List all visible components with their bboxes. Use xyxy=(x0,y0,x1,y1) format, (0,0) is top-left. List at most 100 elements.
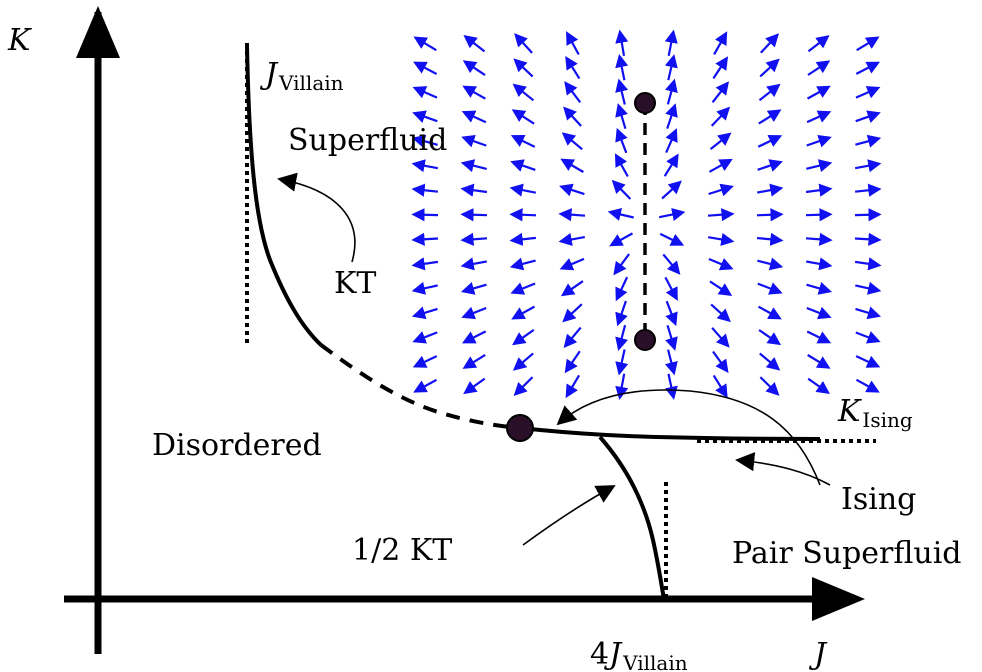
flow-arrow-icon xyxy=(615,29,629,56)
flow-arrow-icon xyxy=(561,132,583,151)
disordered-label: Disordered xyxy=(152,428,322,463)
flow-arrow-icon xyxy=(462,85,486,100)
flow-arrow-icon xyxy=(615,103,628,130)
kt-boundary-solid xyxy=(245,44,323,347)
flow-arrow-icon xyxy=(855,331,881,344)
j-villain-main: J xyxy=(259,57,279,92)
flow-arrow-icon xyxy=(615,127,628,154)
flow-arrow-icon xyxy=(510,159,536,172)
flow-arrow-icon xyxy=(710,106,731,127)
flow-arrow-icon xyxy=(462,353,486,369)
flow-arrow-icon xyxy=(805,232,833,246)
flow-arrow-icon xyxy=(709,132,732,150)
flow-arrow-icon xyxy=(607,208,634,221)
k-ising-subscript: Ising xyxy=(862,408,912,432)
flow-arrow-icon xyxy=(806,134,832,148)
flow-arrow-icon xyxy=(664,373,678,400)
half-kt-arrow-icon xyxy=(522,485,616,546)
flow-arrow-icon xyxy=(805,208,833,222)
flow-arrow-icon xyxy=(759,376,780,396)
flow-arrow-icon xyxy=(461,110,487,124)
flow-arrow-icon xyxy=(560,280,584,297)
flow-arrow-icon xyxy=(664,276,678,301)
flow-arrow-icon xyxy=(412,331,438,344)
flow-arrow-icon xyxy=(708,232,735,246)
flow-arrow-icon xyxy=(854,183,882,197)
flow-arrow-icon xyxy=(757,135,783,148)
flow-arrow-icon xyxy=(461,134,487,148)
flow-arrow-icon xyxy=(664,29,678,57)
flow-arrow-icon xyxy=(659,232,685,246)
flow-arrow-icon xyxy=(758,329,782,346)
flow-arrow-icon xyxy=(510,135,536,148)
kt-label: KT xyxy=(334,266,376,301)
flow-arrow-icon xyxy=(806,306,832,320)
half-kt-boundary xyxy=(598,435,666,600)
flow-arrow-icon xyxy=(806,282,833,295)
flow-arrow-icon xyxy=(509,208,537,222)
flow-arrow-icon xyxy=(856,36,880,52)
flow-arrow-icon xyxy=(855,61,881,75)
flow-arrow-icon xyxy=(413,61,438,75)
flow-arrow-icon xyxy=(710,303,731,323)
superfluid-label: Superfluid xyxy=(288,123,447,158)
j-villain-subscript: Villain xyxy=(278,71,344,95)
phase-boundaries xyxy=(245,43,876,600)
flow-arrow-icon xyxy=(759,352,781,371)
flow-arrow-icon xyxy=(756,183,784,197)
flow-arrow-icon xyxy=(661,180,682,200)
flow-arrow-icon xyxy=(708,183,734,197)
y-axis-arrowhead-icon xyxy=(76,6,120,58)
flow-arrow-icon xyxy=(662,253,681,275)
flow-arrow-icon xyxy=(759,58,780,78)
flow-arrow-icon xyxy=(514,33,533,54)
flow-arrow-icon xyxy=(463,34,486,53)
half-kt-label: 1/2 KT xyxy=(352,533,452,568)
flow-arrow-icon xyxy=(758,83,781,102)
x-axis-label: J xyxy=(808,637,828,672)
flow-arrow-icon xyxy=(757,305,782,320)
flow-arrow-icon xyxy=(509,183,537,197)
flow-arrow-icon xyxy=(854,159,882,173)
flow-arrow-icon xyxy=(806,159,833,173)
flow-arrow-icon xyxy=(411,306,438,320)
flow-arrow-icon xyxy=(665,128,678,154)
flow-arrow-icon xyxy=(412,355,438,368)
flow-arrow-icon xyxy=(460,257,488,271)
flow-arrow-icon xyxy=(712,350,729,374)
flow-arrow-icon xyxy=(615,78,629,105)
ising-to-boundary-arrow-icon xyxy=(735,452,831,486)
flow-arrow-icon xyxy=(509,232,537,246)
lower-fixed-point-icon xyxy=(634,329,656,351)
flow-arrow-icon xyxy=(758,109,782,125)
flow-arrow-icon xyxy=(664,54,678,81)
flow-arrow-icon xyxy=(805,183,833,197)
flow-arrow-icon xyxy=(756,208,784,222)
flow-arrow-icon xyxy=(665,103,678,129)
flow-arrow-icon xyxy=(664,78,678,105)
flow-arrow-icon xyxy=(563,106,582,127)
flow-arrow-icon xyxy=(411,281,438,295)
flow-arrow-icon xyxy=(712,56,729,80)
flow-arrow-icon xyxy=(806,330,832,344)
flow-arrow-icon xyxy=(509,257,536,271)
flow-arrow-icon xyxy=(412,110,438,123)
kt-label-arrow-icon xyxy=(277,172,356,263)
flow-arrow-icon xyxy=(411,232,439,246)
flow-arrow-icon xyxy=(757,159,783,172)
flow-arrow-icon xyxy=(462,60,486,77)
kt-boundary-dashed xyxy=(319,343,521,430)
flow-arrow-icon xyxy=(510,282,536,295)
pair-superfluid-label: Pair Superfluid xyxy=(732,536,962,571)
flow-arrow-icon xyxy=(558,232,585,246)
flow-arrow-icon xyxy=(564,350,581,374)
flow-arrow-icon xyxy=(855,86,881,99)
flow-arrow-icon xyxy=(513,376,534,396)
flow-arrow-icon xyxy=(855,306,882,320)
flow-arrow-icon xyxy=(807,354,831,369)
ising-label: Ising xyxy=(841,482,916,517)
flow-arrow-icon xyxy=(461,330,487,344)
flow-arrow-icon xyxy=(512,329,535,346)
